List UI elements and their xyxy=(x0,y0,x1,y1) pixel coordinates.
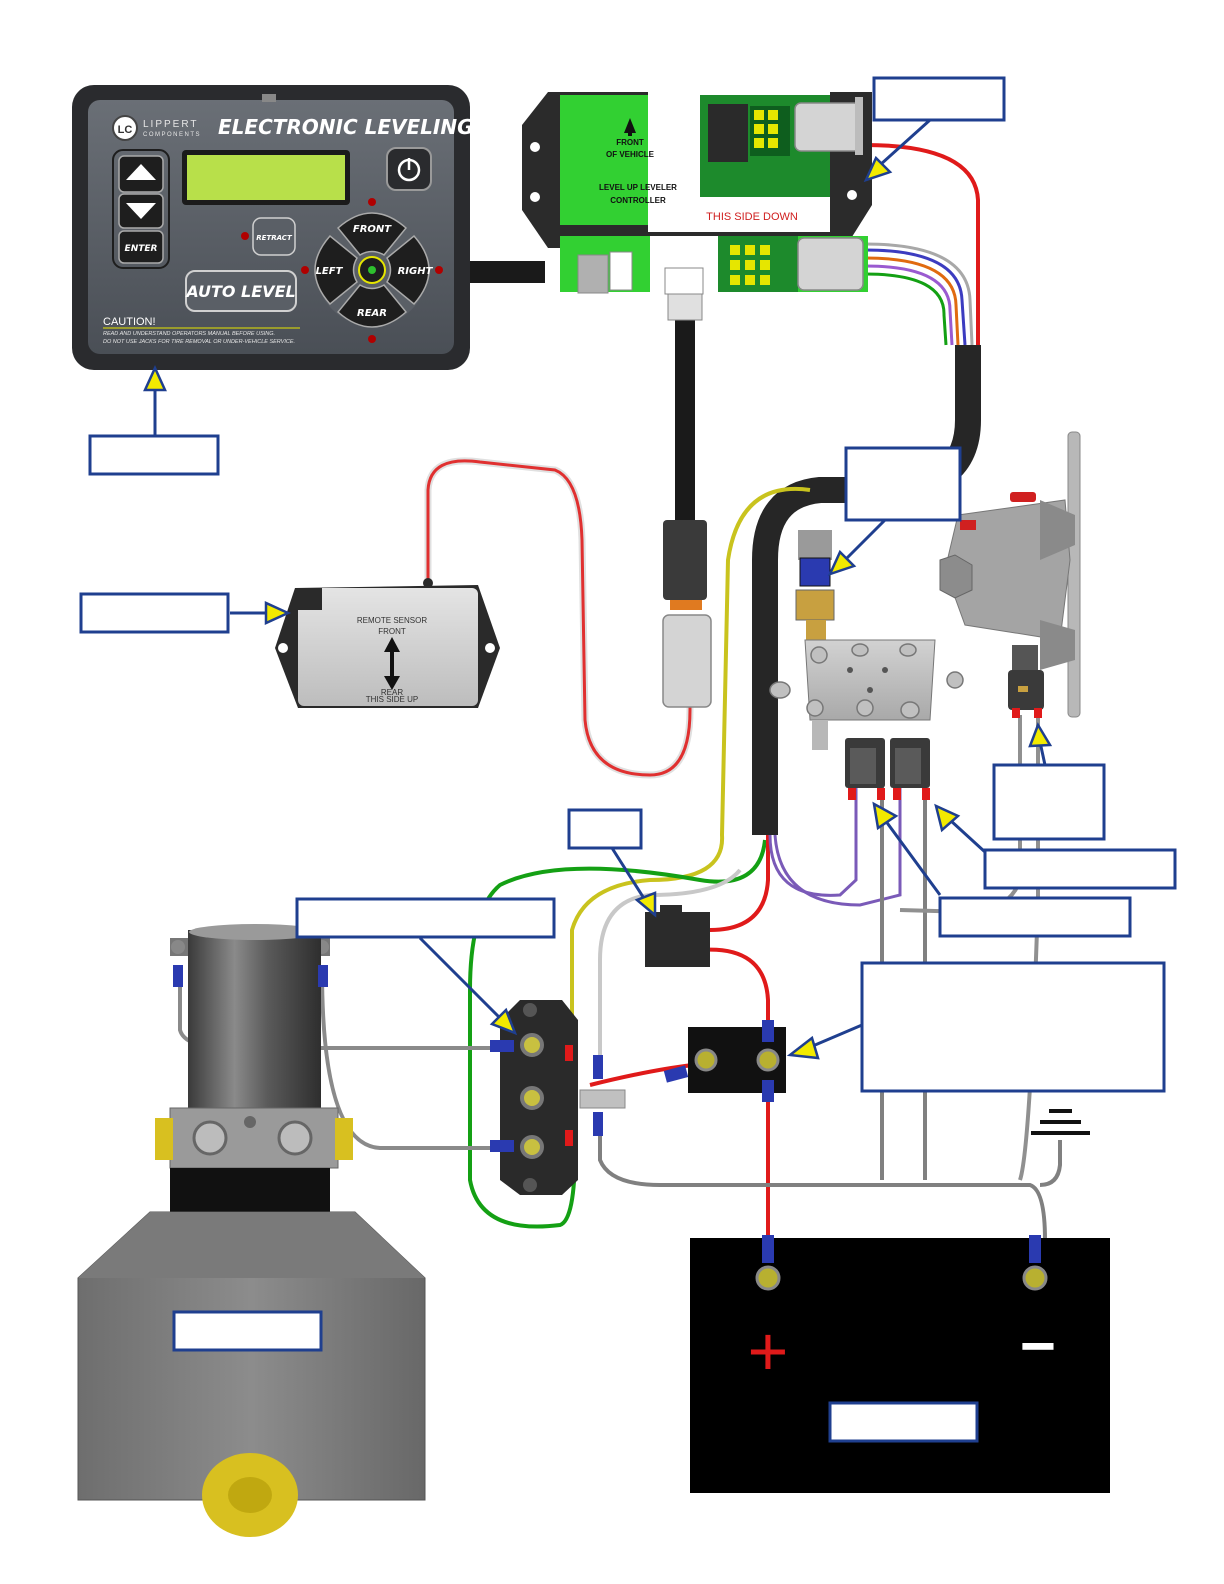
label-box xyxy=(88,434,220,476)
top-connector xyxy=(794,102,861,152)
right-button[interactable]: RIGHT xyxy=(386,234,434,306)
label-box xyxy=(983,848,1177,890)
arrowhead-icon xyxy=(634,891,657,918)
label-box xyxy=(938,896,1132,938)
battery-positive-sign: + xyxy=(748,1312,789,1390)
controller-name-line-1: LEVEL UP LEVELER xyxy=(599,183,677,192)
caution-line-1: READ AND UNDERSTAND OPERATORS MANUAL BEF… xyxy=(103,331,275,337)
ground-symbol-icon xyxy=(1031,1109,1090,1135)
arrowhead-icon xyxy=(786,1035,820,1060)
retract-label: RETRACT xyxy=(256,234,293,242)
leveler-controller: FRONT OF VEHICLE LEVEL UP LEVELER CONTRO… xyxy=(522,92,872,321)
pump-motor xyxy=(155,924,353,1213)
battery: + − xyxy=(690,1235,1110,1493)
front-of-vehicle-line-2: OF VEHICLE xyxy=(606,150,655,159)
label-box xyxy=(172,1310,323,1352)
enter-button[interactable]: ENTER xyxy=(118,230,164,264)
panel-title: ELECTRONIC LEVELING xyxy=(218,115,474,139)
front-led xyxy=(368,198,376,206)
remote-sensor-rear: REAR xyxy=(381,688,403,697)
label-box xyxy=(860,961,1166,1093)
arrowhead-icon xyxy=(934,803,961,833)
right-led xyxy=(435,266,443,274)
caution-line-2: DO NOT USE JACKS FOR TIRE REMOVAL OR UND… xyxy=(103,339,295,345)
up-arrow-icon xyxy=(126,164,156,180)
front-label: FRONT xyxy=(353,224,392,235)
callout-arrows xyxy=(153,118,1047,1050)
terminal-block xyxy=(490,1000,626,1195)
rear-led xyxy=(368,335,376,343)
brand-sub-text: COMPONENTS xyxy=(143,132,201,138)
arrowhead-icon xyxy=(1028,722,1053,748)
left-label: LEFT xyxy=(316,266,344,277)
bottom-connector xyxy=(797,237,864,291)
starter-solenoid xyxy=(663,1020,786,1102)
this-side-down-text: THIS SIDE DOWN xyxy=(706,211,798,223)
double-arrow-icon xyxy=(384,637,400,690)
harness-connectors xyxy=(662,520,712,708)
remote-sensor: REMOTE SENSOR FRONT REAR THIS SIDE UP xyxy=(275,578,500,708)
svg-text:LC: LC xyxy=(118,124,133,136)
arrowhead-icon xyxy=(863,155,893,183)
label-boxes xyxy=(79,76,1177,1443)
rear-label: REAR xyxy=(357,308,387,319)
label-box xyxy=(567,808,643,850)
battery-negative-sign: − xyxy=(1020,1312,1056,1381)
control-panel: LC LIPPERT COMPONENTS ELECTRONIC LEVELIN… xyxy=(72,85,474,370)
retract-led xyxy=(241,232,249,240)
right-label: RIGHT xyxy=(398,266,434,277)
label-box xyxy=(992,763,1106,841)
rear-button[interactable]: REAR xyxy=(336,284,408,328)
relay-box xyxy=(645,905,710,967)
left-led xyxy=(301,266,309,274)
label-box xyxy=(844,446,962,522)
sensor-connector-top xyxy=(667,293,703,321)
reservoir-tank xyxy=(77,1211,426,1537)
arrowhead-icon xyxy=(827,549,857,577)
power-button[interactable] xyxy=(386,147,432,191)
label-box xyxy=(872,76,1006,122)
label-box xyxy=(295,897,556,939)
lcd-display xyxy=(187,155,345,200)
arrowhead-icon xyxy=(489,1007,518,1036)
up-button[interactable] xyxy=(118,155,164,193)
remote-sensor-label: REMOTE SENSOR xyxy=(357,616,427,625)
left-button[interactable]: LEFT xyxy=(314,234,358,306)
down-button[interactable] xyxy=(118,193,164,229)
brand-text: LIPPERT xyxy=(143,119,199,130)
controller-name-line-2: CONTROLLER xyxy=(610,196,666,205)
front-button[interactable]: FRONT xyxy=(336,212,408,256)
center-indicator xyxy=(358,256,386,284)
arrowhead-icon xyxy=(872,801,899,831)
front-of-vehicle-line-1: FRONT xyxy=(616,138,644,147)
remote-sensor-side-up: THIS SIDE UP xyxy=(366,695,418,704)
caution-title: CAUTION! xyxy=(103,316,156,328)
remote-sensor-front: FRONT xyxy=(378,627,406,636)
lippert-logo-icon xyxy=(112,115,138,141)
arrowhead-icon xyxy=(143,364,167,392)
jack-bracket xyxy=(939,431,1081,718)
label-box xyxy=(828,1401,979,1443)
pressure-switch xyxy=(799,557,831,587)
down-arrow-icon xyxy=(126,203,156,219)
callout-arrowheads xyxy=(143,155,1053,1060)
valve-manifold xyxy=(769,530,964,800)
auto-level-button[interactable]: AUTO LEVEL xyxy=(184,270,297,312)
retract-button[interactable]: RETRACT xyxy=(252,217,296,256)
arrowhead-icon xyxy=(264,601,292,625)
enter-label: ENTER xyxy=(125,244,158,254)
label-box xyxy=(79,592,230,634)
auto-level-label: AUTO LEVEL xyxy=(184,282,295,301)
